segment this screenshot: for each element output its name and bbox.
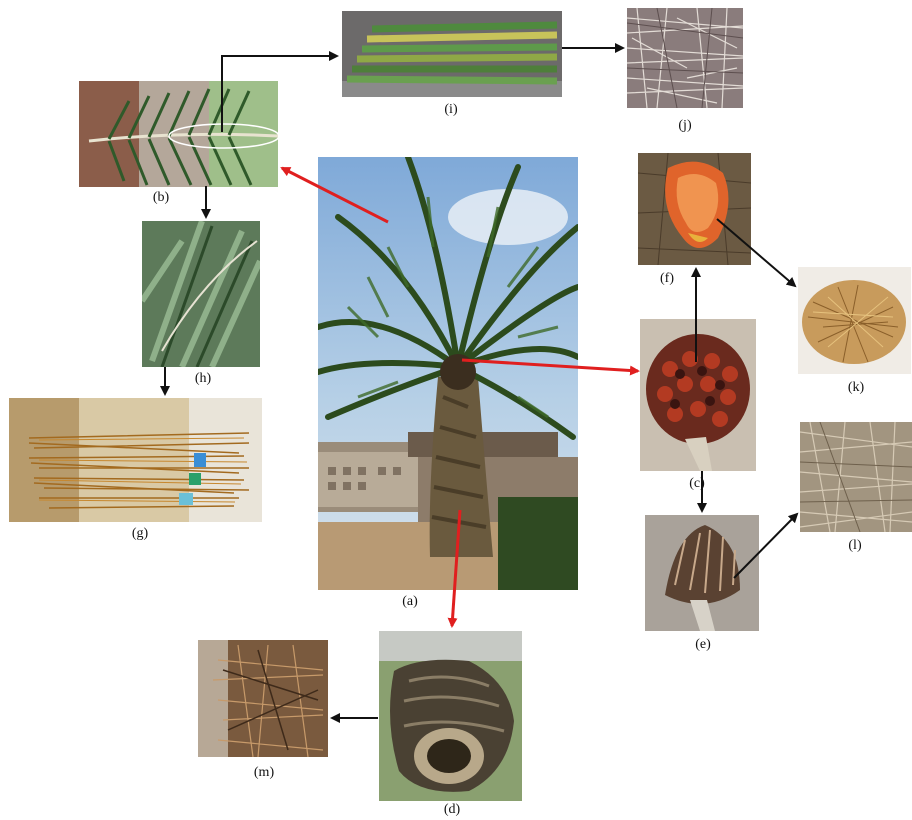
midribs-photo — [342, 11, 562, 97]
label-f: (f) — [647, 271, 687, 287]
brooms-photo — [9, 398, 262, 522]
leaflets-photo — [142, 221, 260, 367]
fruit-photo — [638, 153, 751, 265]
label-e: (e) — [683, 637, 723, 653]
label-k: (k) — [836, 380, 876, 396]
label-h: (h) — [183, 371, 223, 387]
label-m: (m) — [244, 765, 284, 781]
label-g: (g) — [120, 526, 160, 542]
trunk-fibre-photo — [198, 640, 328, 757]
label-d: (d) — [432, 802, 472, 818]
fruit-bunch-photo — [640, 319, 756, 471]
mesocarp-fibre-photo — [798, 267, 911, 374]
label-i: (i) — [431, 102, 471, 118]
midrib-fibres-photo — [627, 8, 743, 108]
trunk-log-photo — [379, 631, 522, 801]
efb-fibre-photo — [800, 422, 912, 532]
palm-tree-photo — [318, 157, 578, 590]
label-l: (l) — [835, 538, 875, 554]
empty-fruit-bunch-photo — [645, 515, 759, 631]
frond-photo — [79, 81, 278, 187]
label-b: (b) — [141, 190, 181, 206]
label-c: (c) — [677, 476, 717, 492]
label-j: (j) — [665, 118, 705, 134]
label-a: (a) — [390, 594, 430, 610]
